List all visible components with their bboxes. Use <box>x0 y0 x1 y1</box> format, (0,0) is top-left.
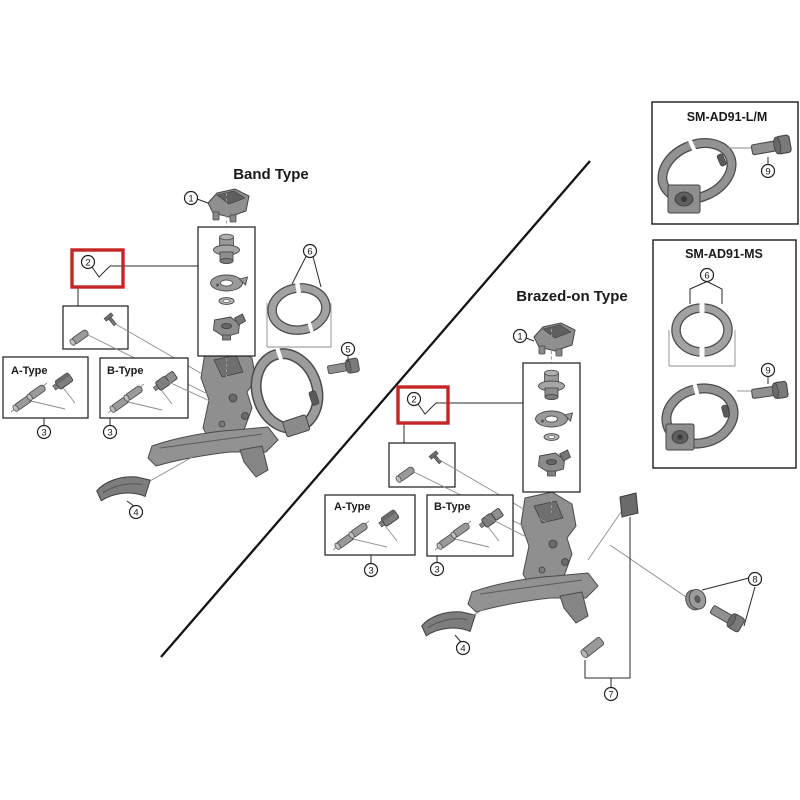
adapter-lm-panel: SM-AD91-L/M 9 <box>651 101 799 225</box>
brazed-cable-cover-part1 <box>533 322 576 357</box>
band-callout-3a <box>36 424 52 440</box>
band-callout-2-num: 2 <box>85 258 90 269</box>
band-part2-red-box <box>70 248 125 289</box>
adapter-ms-callout-6-num: 6 <box>704 271 709 282</box>
band-cable-cover-part1 <box>207 188 250 223</box>
brazed-callout-3a <box>363 562 379 578</box>
brazed-callout-1 <box>512 328 528 344</box>
band-b-type-box <box>99 357 239 426</box>
brazed-a-type-box <box>324 494 416 564</box>
adapter-lm-lug <box>667 184 701 214</box>
brazed-bolt-part8 <box>707 601 746 634</box>
band-callout-4 <box>128 504 144 520</box>
adapter-lm-callout-9 <box>760 163 776 179</box>
brazed-callout-3a-num: 3 <box>368 566 373 577</box>
section-divider-line <box>160 160 591 658</box>
band-callout-2 <box>80 254 96 270</box>
brazed-b-type-label: B-Type <box>434 501 470 513</box>
brazed-screw-stack <box>522 328 581 514</box>
brazed-callout-7-num: 7 <box>608 690 613 701</box>
band-callout-6 <box>302 243 318 259</box>
brazed-mount-plate <box>619 492 639 518</box>
band-a-type-box <box>2 356 89 426</box>
adapter-ms-callout-9 <box>760 362 776 378</box>
band-type-title: Band Type <box>233 166 309 183</box>
brazed-b-type-box <box>426 494 559 563</box>
brazed-callout-2-num: 2 <box>411 395 416 406</box>
band-a-type-label: A-Type <box>11 365 47 377</box>
band-callout-3b-num: 3 <box>107 428 112 439</box>
band-clamp-bolt-part5 <box>326 357 361 378</box>
band-b-type-label: B-Type <box>107 365 143 377</box>
brazed-callout-4 <box>455 640 471 656</box>
band-part2-highlight-group <box>62 248 231 405</box>
brazed-washer-part8 <box>685 588 707 611</box>
brazed-callout-4-num: 4 <box>460 644 465 655</box>
adapter-ms-title: SM-AD91-MS <box>685 247 763 261</box>
brazed-pin-part7 <box>580 637 605 659</box>
band-callout-3a-num: 3 <box>41 428 46 439</box>
band-callout-1 <box>183 190 199 206</box>
band-clamp <box>250 345 324 438</box>
band-callout-5-num: 5 <box>345 345 350 356</box>
brazed-callout-3b-num: 3 <box>434 565 439 576</box>
band-skid-part4 <box>95 475 152 502</box>
brazed-callout-8 <box>747 571 763 587</box>
adapter-ms-panel: SM-AD91-MS 6 9 <box>652 239 797 469</box>
brazed-part2-red-box <box>396 385 450 425</box>
brazed-callout-3b <box>429 561 445 577</box>
band-type-section: Band Type A-Type B-Type 1 2 3 3 4 5 6 <box>2 166 361 520</box>
brazed-callout-1-num: 1 <box>517 332 522 343</box>
band-callout-3b <box>102 424 118 440</box>
brazed-type-title: Brazed-on Type <box>516 288 627 305</box>
adapter-ms-lug <box>665 423 695 451</box>
brazed-a-type-label: A-Type <box>334 501 370 513</box>
brazed-callout-2 <box>406 391 422 407</box>
adapter-ms-shim-part6 <box>671 301 733 359</box>
adapter-ms-callout-9-num: 9 <box>765 366 770 377</box>
brazed-skid-part4 <box>420 610 477 637</box>
adapter-ms-callout-6 <box>699 267 715 283</box>
brazed-callout-7 <box>603 686 619 702</box>
band-callout-4-num: 4 <box>133 508 138 519</box>
band-shim-part6 <box>267 280 331 336</box>
band-callout-1-num: 1 <box>188 194 193 205</box>
adapter-lm-callout-9-num: 9 <box>765 167 770 178</box>
brazed-callout-8-num: 8 <box>752 575 757 586</box>
adapter-lm-title: SM-AD91-L/M <box>687 110 768 124</box>
band-callout-6-num: 6 <box>307 247 312 258</box>
adapter-lm-clamp <box>657 138 737 204</box>
band-screw-stack <box>197 192 256 378</box>
band-callout-5 <box>340 341 356 357</box>
brazed-on-section: Brazed-on Type A-Type B-Type 1 2 3 3 4 7… <box>324 288 763 702</box>
